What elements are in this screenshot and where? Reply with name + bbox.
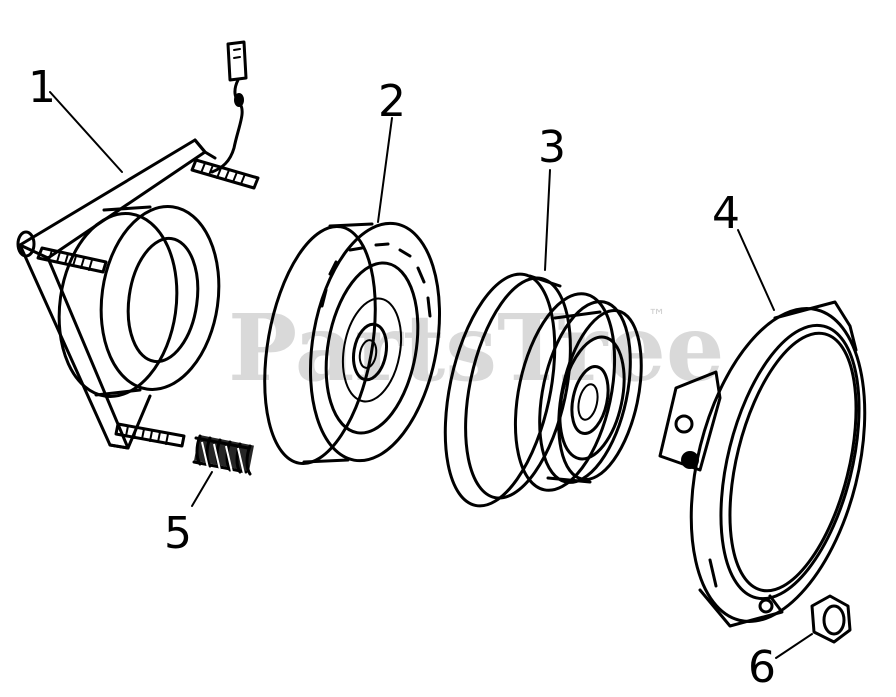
leader-line-6 xyxy=(775,633,813,659)
callout-2: 2 xyxy=(378,76,406,127)
part-5-spring xyxy=(192,434,254,476)
callout-3: 3 xyxy=(538,122,566,173)
callout-4: 4 xyxy=(712,188,740,239)
leader-line-4 xyxy=(737,229,775,311)
part-1-stud-left xyxy=(36,246,108,274)
leader-lines xyxy=(49,91,813,659)
part-6-nut xyxy=(810,594,852,644)
leader-line-3 xyxy=(544,169,551,271)
callout-5: 5 xyxy=(164,508,192,559)
callout-labels: 1 2 3 4 5 6 xyxy=(28,62,776,693)
leader-line-1 xyxy=(49,91,123,173)
callout-6: 6 xyxy=(748,642,776,693)
leader-line-5 xyxy=(191,471,213,507)
part-1-stud-lower xyxy=(114,422,186,448)
part-1-wire-connector xyxy=(210,40,248,174)
part-4-brake-housing xyxy=(658,300,867,628)
leader-line-2 xyxy=(377,117,393,223)
part-2-rotor xyxy=(263,221,442,466)
part-1-field-coil xyxy=(16,40,260,450)
part-1-stud-upper xyxy=(190,158,260,190)
callout-1: 1 xyxy=(28,62,56,113)
part-3-armature-pulley xyxy=(443,272,643,508)
watermark-trademark: ™ xyxy=(648,306,666,327)
